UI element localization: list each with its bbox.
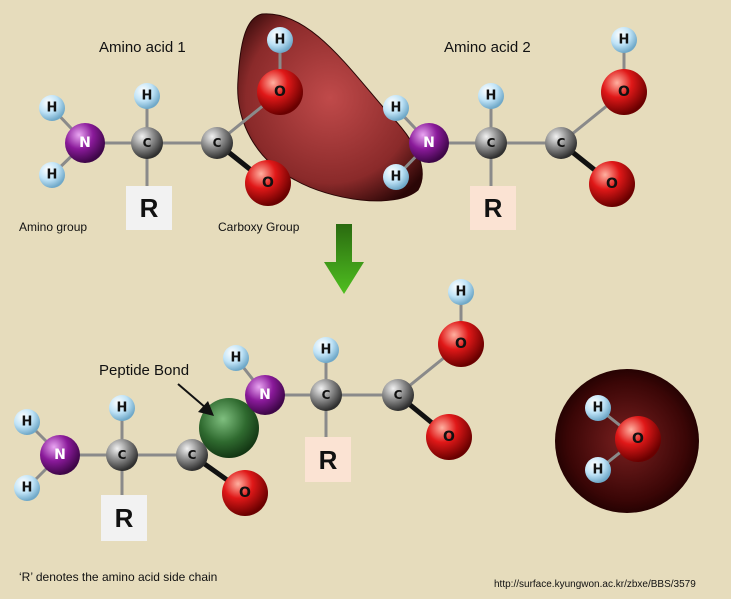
r-box-aa1: R xyxy=(126,186,172,230)
hydrogen-atom: H xyxy=(39,95,65,121)
hydrogen-atom: H xyxy=(448,279,474,305)
r-box-aa2: R xyxy=(470,186,516,230)
hydrogen-atom: H xyxy=(109,395,135,421)
amino-acid-1-title: Amino acid 1 xyxy=(99,39,186,56)
svg-text:H: H xyxy=(456,285,467,300)
hydrogen-atom: H xyxy=(14,475,40,501)
svg-text:O: O xyxy=(262,175,274,191)
amino-group-label: Amino group xyxy=(19,220,87,234)
r-label: R xyxy=(115,503,134,533)
svg-text:O: O xyxy=(443,429,455,445)
hydrogen-atom: H xyxy=(223,345,249,371)
r-label: R xyxy=(319,445,338,475)
svg-text:O: O xyxy=(274,84,286,100)
carbon-atom: C xyxy=(382,379,414,411)
svg-text:H: H xyxy=(22,481,33,496)
r-box-dipeptide-1: R xyxy=(101,495,147,541)
r-box-dipeptide-2: R xyxy=(305,437,351,482)
svg-text:N: N xyxy=(79,135,91,151)
hydrogen-atom: H xyxy=(478,83,504,109)
oxygen-atom: O xyxy=(222,470,268,516)
nitrogen-atom: N xyxy=(409,123,449,163)
oxygen-atom: O xyxy=(615,416,661,462)
hydrogen-atom: H xyxy=(134,83,160,109)
svg-text:C: C xyxy=(322,388,331,402)
footnote: ‘R’ denotes the amino acid side chain xyxy=(19,570,217,584)
carbon-atom: C xyxy=(201,127,233,159)
carbon-atom: C xyxy=(475,127,507,159)
svg-text:C: C xyxy=(188,448,197,462)
peptide-bond-sphere xyxy=(199,398,259,458)
hydrogen-atom: H xyxy=(14,409,40,435)
svg-text:H: H xyxy=(22,415,33,430)
svg-text:H: H xyxy=(275,33,286,48)
hydrogen-atom: H xyxy=(585,457,611,483)
svg-text:O: O xyxy=(606,176,618,192)
nitrogen-atom: N xyxy=(65,123,105,163)
hydrogen-atom: H xyxy=(383,95,409,121)
oxygen-atom: O xyxy=(245,160,291,206)
svg-text:C: C xyxy=(557,136,566,150)
carboxy-group-label: Carboxy Group xyxy=(218,220,300,234)
r-label: R xyxy=(140,193,159,223)
svg-text:O: O xyxy=(239,485,251,501)
svg-text:C: C xyxy=(213,136,222,150)
svg-text:H: H xyxy=(142,89,153,104)
amino-acid-2-title: Amino acid 2 xyxy=(444,39,531,56)
svg-text:H: H xyxy=(486,89,497,104)
water-removal-highlight xyxy=(237,13,423,202)
svg-text:H: H xyxy=(391,170,402,185)
svg-text:H: H xyxy=(593,463,604,478)
svg-text:N: N xyxy=(54,447,66,463)
hydrogen-atom: H xyxy=(585,395,611,421)
source-url: http://surface.kyungwon.ac.kr/zbxe/BBS/3… xyxy=(494,579,696,590)
hydrogen-atom: H xyxy=(39,162,65,188)
svg-text:H: H xyxy=(391,101,402,116)
hydrogen-atom: H xyxy=(611,27,637,53)
svg-text:H: H xyxy=(231,351,242,366)
svg-text:H: H xyxy=(47,101,58,116)
svg-text:N: N xyxy=(259,387,271,403)
svg-text:C: C xyxy=(487,136,496,150)
hydrogen-atom: H xyxy=(313,337,339,363)
svg-text:C: C xyxy=(143,136,152,150)
oxygen-atom: O xyxy=(257,69,303,115)
peptide-bond-arrowhead xyxy=(198,401,214,416)
carbon-atom: C xyxy=(545,127,577,159)
oxygen-atom: O xyxy=(438,321,484,367)
oxygen-atom: O xyxy=(601,69,647,115)
svg-text:O: O xyxy=(632,431,644,447)
reaction-arrow xyxy=(324,224,364,294)
r-label: R xyxy=(484,193,503,223)
hydrogen-atom: H xyxy=(267,27,293,53)
svg-text:H: H xyxy=(47,168,58,183)
carbon-atom: C xyxy=(106,439,138,471)
svg-text:C: C xyxy=(118,448,127,462)
svg-text:H: H xyxy=(321,343,332,358)
svg-text:O: O xyxy=(618,84,630,100)
svg-text:H: H xyxy=(619,33,630,48)
oxygen-atom: O xyxy=(589,161,635,207)
nitrogen-atom: N xyxy=(40,435,80,475)
svg-text:N: N xyxy=(423,135,435,151)
svg-text:H: H xyxy=(117,401,128,416)
oxygen-atom: O xyxy=(426,414,472,460)
nitrogen-atom: N xyxy=(245,375,285,415)
svg-text:C: C xyxy=(394,388,403,402)
carbon-atom: C xyxy=(176,439,208,471)
peptide-bond-label: Peptide Bond xyxy=(99,362,189,379)
svg-text:H: H xyxy=(593,401,604,416)
carbon-atom: C xyxy=(310,379,342,411)
peptide-bond-pointer xyxy=(177,383,207,409)
carbon-atom: C xyxy=(131,127,163,159)
hydrogen-atom: H xyxy=(383,164,409,190)
svg-text:O: O xyxy=(455,336,467,352)
